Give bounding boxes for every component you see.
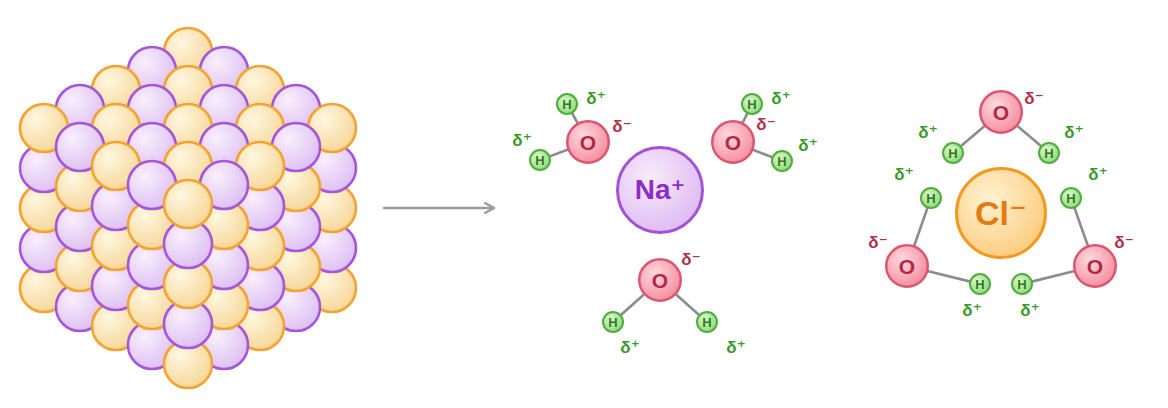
hydrogen-atom: H — [1060, 187, 1082, 209]
atom-symbol: H — [1044, 147, 1053, 160]
atom-symbol: O — [652, 270, 668, 291]
atom-symbol: Na⁺ — [635, 176, 686, 204]
hydrogen-atom: H — [556, 93, 578, 115]
covalent-bond — [914, 208, 927, 245]
atom-symbol: H — [535, 154, 544, 167]
atom-symbol: H — [702, 316, 711, 329]
chloride-ion-sphere — [164, 180, 212, 228]
covalent-bond — [1033, 271, 1074, 281]
partial-charge: δ⁺ — [798, 137, 817, 154]
partial-charge: δ⁻ — [868, 234, 887, 251]
oxygen-atom: O — [711, 120, 755, 164]
partial-charge: δ⁻ — [1114, 234, 1133, 251]
partial-charge: δ⁺ — [620, 339, 639, 356]
atom-symbol: O — [725, 132, 741, 153]
partial-charge: δ⁻ — [756, 116, 775, 133]
atom-symbol: H — [1066, 192, 1075, 205]
hydrogen-atom: H — [696, 311, 718, 333]
partial-charge: δ⁻ — [612, 118, 631, 135]
atom-circle — [1039, 143, 1059, 163]
hydrogen-atom: H — [529, 149, 551, 171]
atom-circle — [957, 169, 1046, 258]
covalent-bond — [572, 114, 577, 123]
covalent-bond — [550, 150, 567, 156]
hydrogen-atom: H — [942, 142, 964, 164]
partial-charge: δ⁺ — [894, 166, 913, 183]
atom-circle — [1074, 245, 1116, 287]
reaction-arrow — [384, 207, 494, 210]
partial-charge: δ⁺ — [1088, 166, 1107, 183]
atom-symbol: H — [608, 316, 617, 329]
oxygen-atom: O — [1073, 244, 1117, 288]
covalent-bond — [928, 271, 969, 281]
atom-symbol: H — [1017, 278, 1026, 291]
partial-charge: δ⁺ — [918, 124, 937, 141]
atom-circle — [712, 121, 754, 163]
oxygen-atom: O — [885, 244, 929, 288]
hydrogen-atom: H — [602, 311, 624, 333]
atom-symbol: O — [993, 102, 1009, 123]
covalent-bond — [1075, 208, 1088, 245]
atom-symbol: O — [580, 132, 596, 153]
partial-charge: δ⁺ — [586, 90, 605, 107]
atom-circle — [1012, 274, 1032, 294]
atom-circle — [943, 143, 963, 163]
atom-symbol: O — [899, 256, 915, 277]
covalent-bond — [754, 150, 772, 157]
oxygen-atom: O — [979, 90, 1023, 134]
atom-symbol: H — [562, 98, 571, 111]
atom-symbol: H — [747, 98, 756, 111]
hydrogen-atom: H — [741, 93, 763, 115]
atom-circle — [618, 148, 703, 233]
partial-charge: δ⁻ — [1024, 90, 1043, 107]
sodium-ion: Na⁺ — [616, 146, 704, 234]
hydrogen-atom: H — [771, 150, 793, 172]
atom-symbol: H — [777, 155, 786, 168]
atom-circle — [980, 91, 1022, 133]
covalent-bond — [961, 126, 984, 146]
hydrogen-atom: H — [969, 273, 991, 295]
atom-symbol: H — [948, 147, 957, 160]
covalent-bond — [743, 114, 747, 122]
atom-circle — [1061, 188, 1081, 208]
partial-charge: δ⁻ — [681, 251, 700, 268]
hydrogen-atom: H — [920, 187, 942, 209]
atom-circle — [970, 274, 990, 294]
atom-circle — [742, 94, 762, 114]
partial-charge: δ⁺ — [771, 90, 790, 107]
covalent-bond — [676, 295, 698, 315]
partial-charge: δ⁺ — [726, 339, 745, 356]
atom-circle — [557, 94, 577, 114]
atom-symbol: O — [1087, 256, 1103, 277]
hydrogen-atom: H — [1011, 273, 1033, 295]
atom-symbol: Cl⁻ — [975, 196, 1027, 230]
atom-circle — [697, 312, 717, 332]
oxygen-atom: O — [638, 258, 682, 302]
atom-circle — [772, 151, 792, 171]
atom-circle — [886, 245, 928, 287]
atom-circle — [530, 150, 550, 170]
covalent-bond — [621, 295, 643, 315]
atom-circle — [639, 259, 681, 301]
hydrogen-atom: H — [1038, 142, 1060, 164]
chloride-ion: Cl⁻ — [955, 167, 1047, 259]
atom-circle — [921, 188, 941, 208]
partial-charge: δ⁺ — [1064, 124, 1083, 141]
atom-circle — [603, 312, 623, 332]
atom-symbol: H — [926, 192, 935, 205]
partial-charge: δ⁺ — [1020, 302, 1039, 319]
covalent-bond — [1018, 126, 1041, 146]
salt-crystal — [20, 28, 356, 388]
atom-symbol: H — [975, 278, 984, 291]
oxygen-atom: O — [566, 120, 610, 164]
partial-charge: δ⁺ — [512, 132, 531, 149]
atom-circle — [567, 121, 609, 163]
partial-charge: δ⁺ — [962, 302, 981, 319]
